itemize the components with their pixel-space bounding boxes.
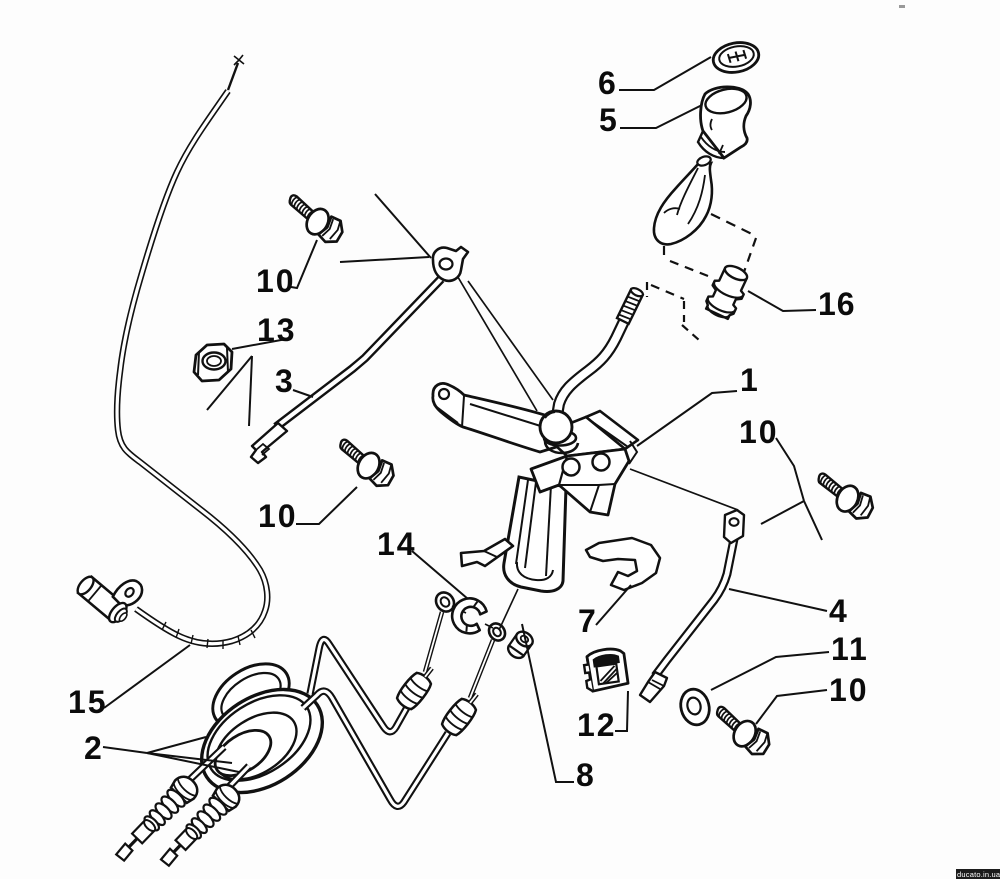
svg-text:11: 11 [831, 631, 869, 667]
svg-text:7: 7 [578, 603, 598, 639]
svg-text:8: 8 [576, 757, 596, 793]
svg-text:15: 15 [68, 684, 108, 720]
svg-text:3: 3 [275, 363, 295, 399]
svg-text:10: 10 [256, 263, 296, 299]
svg-text:10: 10 [258, 498, 298, 534]
svg-text:5: 5 [599, 102, 619, 138]
svg-text:10: 10 [739, 414, 779, 450]
svg-text:16: 16 [818, 286, 856, 322]
svg-text:6: 6 [598, 65, 618, 101]
svg-text:13: 13 [257, 312, 297, 348]
svg-text:4: 4 [829, 593, 849, 629]
svg-text:2: 2 [84, 730, 104, 766]
svg-text:ducato.in.ua: ducato.in.ua [957, 870, 1000, 879]
svg-text:1: 1 [740, 362, 760, 398]
svg-text:12: 12 [577, 707, 617, 743]
svg-text:14: 14 [377, 526, 417, 562]
svg-text:10: 10 [829, 672, 869, 708]
